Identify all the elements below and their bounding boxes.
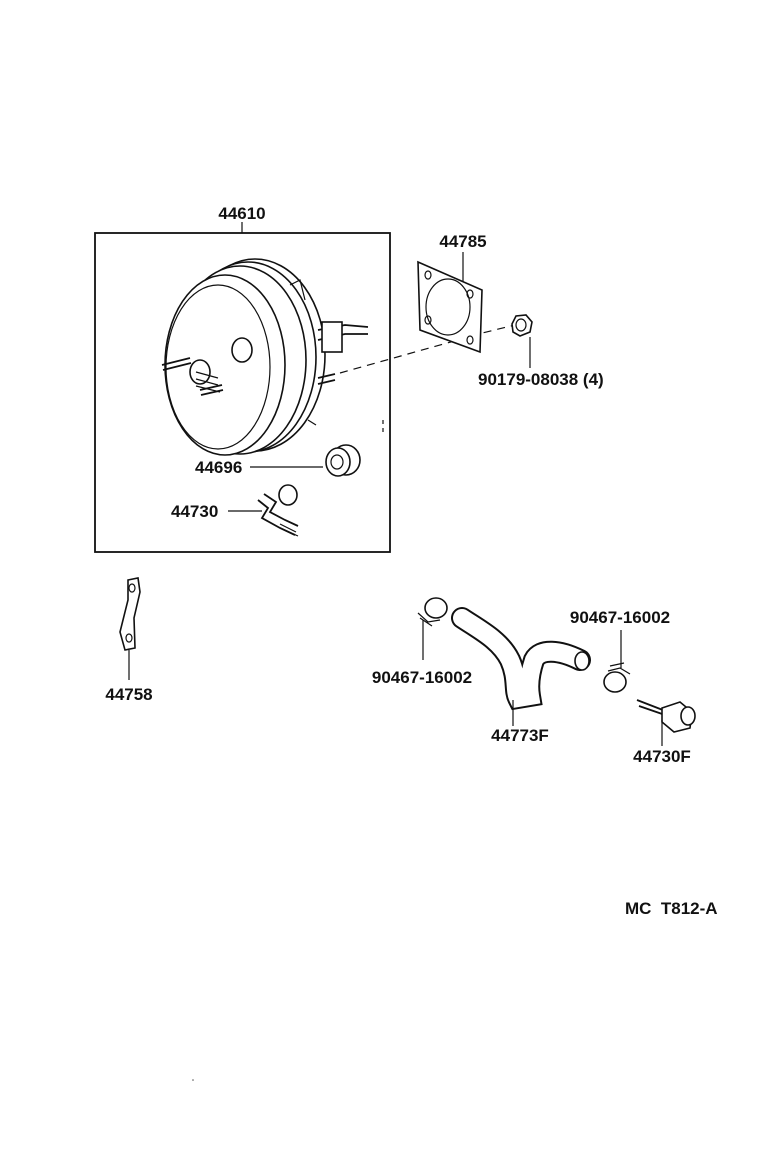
booster-port-hole: [231, 337, 253, 363]
union-fitting[interactable]: [636, 699, 696, 733]
clip-right-ring: [603, 671, 627, 693]
bracket-group: 44758: [105, 577, 153, 704]
label-44785[interactable]: 44785: [439, 232, 486, 251]
hose-clip-left[interactable]: [417, 597, 448, 627]
check-valve-edge: [263, 493, 299, 527]
booster-face-ring: [165, 284, 271, 450]
nut[interactable]: [511, 314, 533, 337]
gasket-bolt-hole-2: [466, 289, 474, 299]
hose-clip-right[interactable]: [603, 662, 631, 693]
union-end: [680, 706, 696, 726]
gasket-bolt-hole-1: [424, 270, 432, 280]
union-group: 44730F: [633, 699, 696, 766]
clip-left-ring: [424, 597, 448, 619]
nut-hole: [515, 318, 527, 332]
gasket[interactable]: [417, 260, 483, 354]
gasket-bolt-hole-3: [424, 315, 432, 325]
label-clip-left[interactable]: 90467-16002: [372, 668, 472, 687]
grommet-hole: [330, 454, 344, 470]
mount-dash-line: [339, 337, 466, 374]
clip-right-tab: [607, 662, 631, 675]
check-valve-nipple: [279, 523, 299, 537]
check-valve[interactable]: [257, 484, 299, 537]
hose-end: [574, 651, 590, 671]
label-44610[interactable]: 44610: [218, 204, 265, 223]
booster-center-boss: [189, 359, 211, 385]
label-44696[interactable]: 44696: [195, 458, 242, 477]
vacuum-hose-group: 44773F: [451, 607, 591, 745]
rear-boss: [321, 321, 343, 353]
gasket-group: 44785: [417, 232, 487, 354]
label-44730[interactable]: 44730: [171, 502, 218, 521]
label-44758[interactable]: 44758: [105, 685, 152, 704]
check-valve-cap: [278, 484, 298, 506]
grommet[interactable]: [325, 444, 361, 477]
clip-left-tab: [417, 612, 441, 627]
bracket-hole-bottom: [125, 633, 133, 643]
label-clip-right[interactable]: 90467-16002: [570, 608, 670, 627]
bracket[interactable]: [119, 577, 141, 651]
shell-clip: [289, 279, 306, 301]
gasket-plate: [417, 260, 483, 354]
bracket-hole-top: [128, 583, 136, 593]
diagram-code: MC T812-A: [625, 899, 718, 918]
brake-booster[interactable]: [161, 258, 369, 456]
label-90179-08038[interactable]: 90179-08038 (4): [478, 370, 604, 389]
stud-left-lower: [199, 384, 224, 396]
stud-left-upper: [161, 357, 192, 371]
vacuum-hose[interactable]: [451, 607, 591, 711]
gasket-bolt-hole-4: [466, 335, 474, 345]
gasket-center-hole: [425, 278, 471, 336]
clip-right-group: 90467-16002: [570, 608, 670, 693]
rear-stud: [317, 373, 336, 385]
booster-assembly-group: 44610: [94, 204, 516, 553]
nut-group: 90179-08038 (4): [478, 314, 604, 389]
scan-speck: [192, 1079, 194, 1081]
nut-body: [511, 314, 533, 337]
shell-tab: [307, 419, 317, 426]
label-44773F[interactable]: 44773F: [491, 726, 549, 745]
hose-fill: [453, 609, 589, 708]
clip-left-group: 90467-16002: [372, 597, 472, 687]
bracket-body: [119, 577, 141, 651]
grommet-front: [325, 447, 351, 477]
label-44730F[interactable]: 44730F: [633, 747, 691, 766]
